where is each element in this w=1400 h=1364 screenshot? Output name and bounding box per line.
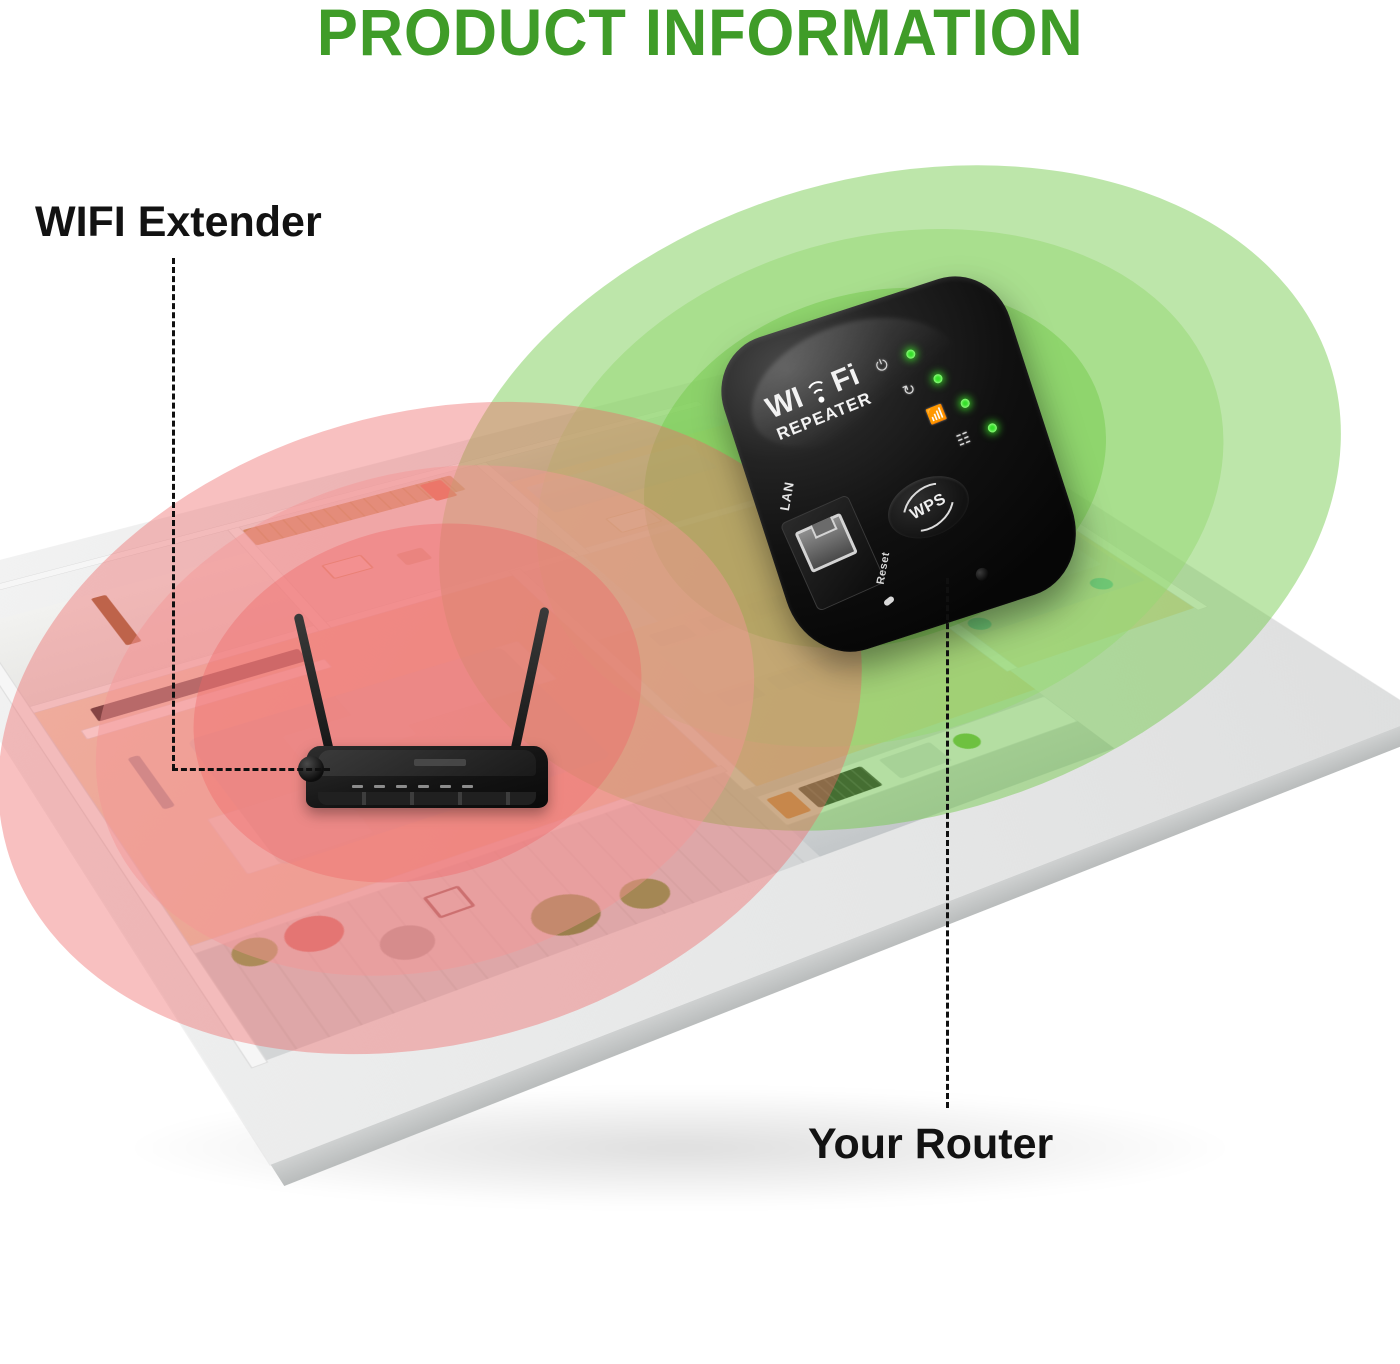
cooktop [797, 766, 884, 808]
kitchen-sink [878, 741, 953, 779]
wall-left [0, 594, 269, 1069]
terrace-chair [422, 885, 475, 918]
dining-chair [715, 682, 767, 708]
wifi-extender-label: WIFI Extender [35, 198, 322, 246]
isometric-floorplan [0, 78, 1400, 1258]
title-bar: PRODUCT INFORMATION [0, 0, 1400, 69]
router-vents [318, 792, 536, 805]
router-led [396, 785, 407, 788]
wifi-signal-led-dot [959, 397, 972, 410]
lan-port [794, 512, 859, 574]
router-antenna-right [508, 606, 550, 763]
dining-chair [765, 666, 817, 691]
router-led-strip [352, 784, 502, 789]
repeat-icon: ↻ [900, 380, 919, 401]
tv-shelf [80, 658, 333, 740]
room-kitchen [747, 689, 1115, 857]
router-led [418, 785, 429, 788]
lan-led-dot [986, 422, 999, 434]
router-antenna-left [293, 612, 336, 762]
wifi-extender-leader-horizontal [172, 768, 330, 771]
tv-screen [89, 648, 309, 722]
your-router-label: Your Router [808, 1120, 1054, 1168]
shrub-plant [610, 872, 680, 915]
wifi-extender-leader-vertical [172, 258, 175, 770]
router-led [374, 785, 385, 788]
potted-plant [224, 932, 285, 972]
wifi-signal-led: 📶 [925, 395, 972, 426]
router-led [352, 785, 363, 788]
flower-pot [275, 909, 354, 959]
palm-plant [519, 886, 613, 944]
your-router-leader-vertical [946, 578, 949, 1108]
router-body [306, 746, 548, 808]
product-diagram: WI Fi REPEATER ⏻ ↻ 📶 ☷ [0, 63, 1400, 1364]
lan-led: ☷ [952, 419, 999, 450]
kitchen-plant [947, 730, 987, 752]
power-led-dot [904, 348, 917, 360]
floor-surface [0, 343, 1400, 1165]
router-logo [414, 759, 466, 766]
kitchen-counter [755, 696, 1079, 826]
repeat-led: ↻ [898, 370, 945, 401]
repeat-led-dot [932, 372, 944, 385]
floor-slab [0, 343, 1400, 1187]
cutting-board [765, 790, 812, 820]
router-led [440, 785, 451, 788]
floor-lamp [127, 754, 176, 810]
lan-icon: ☷ [954, 429, 974, 450]
wifi-signal-icon: 📶 [924, 403, 949, 427]
router-top-shell [318, 750, 536, 776]
page-title: PRODUCT INFORMATION [316, 0, 1084, 69]
terrace-table [370, 919, 445, 967]
router-device [293, 606, 555, 821]
router-led [462, 785, 473, 788]
